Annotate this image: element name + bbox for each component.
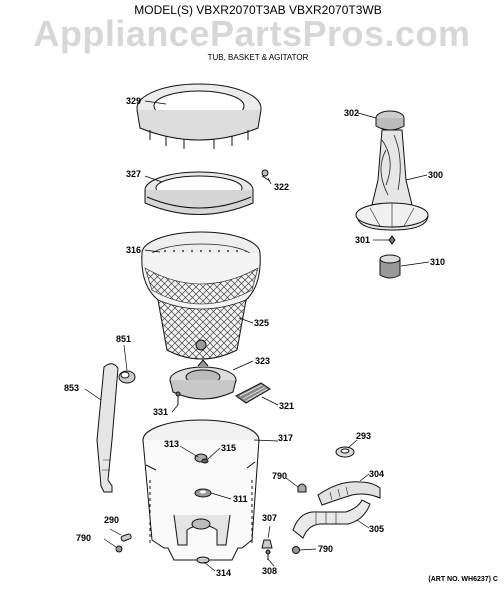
filter-321[interactable] bbox=[235, 382, 271, 404]
washer-314[interactable] bbox=[196, 556, 210, 564]
callout-301[interactable]: 301 bbox=[355, 235, 370, 245]
callout-853[interactable]: 853 bbox=[64, 383, 79, 393]
callout-790-upper[interactable]: 790 bbox=[272, 471, 287, 481]
callout-325[interactable]: 325 bbox=[254, 318, 269, 328]
callout-300[interactable]: 300 bbox=[428, 170, 443, 180]
basket-hub bbox=[195, 339, 207, 351]
screw-331[interactable] bbox=[175, 391, 181, 405]
callout-314[interactable]: 314 bbox=[216, 568, 231, 578]
callout-302[interactable]: 302 bbox=[344, 108, 359, 118]
clamp-790-upper[interactable] bbox=[297, 483, 307, 493]
callout-304[interactable]: 304 bbox=[369, 469, 384, 479]
art-number: (ART NO. WH6237) C bbox=[428, 576, 498, 583]
agitator-300[interactable] bbox=[355, 129, 429, 231]
callout-327[interactable]: 327 bbox=[126, 169, 141, 179]
seal-311[interactable] bbox=[194, 488, 212, 498]
bracket-307[interactable] bbox=[261, 539, 273, 549]
agitator-cap-302[interactable] bbox=[375, 110, 405, 131]
callout-790-left[interactable]: 790 bbox=[76, 533, 91, 543]
hose-305[interactable] bbox=[292, 499, 371, 539]
callout-305[interactable]: 305 bbox=[369, 524, 384, 534]
balance-ring-327[interactable] bbox=[144, 171, 254, 215]
callout-307[interactable]: 307 bbox=[262, 513, 277, 523]
clamp-293[interactable] bbox=[335, 446, 355, 458]
knob-851[interactable] bbox=[118, 370, 136, 384]
callout-290[interactable]: 290 bbox=[104, 515, 119, 525]
callout-322[interactable]: 322 bbox=[274, 182, 289, 192]
screw-322[interactable] bbox=[261, 169, 271, 182]
callout-293[interactable]: 293 bbox=[356, 431, 371, 441]
bolt-301[interactable] bbox=[388, 235, 396, 245]
coupling-310[interactable] bbox=[379, 254, 401, 279]
callout-310[interactable]: 310 bbox=[430, 257, 445, 267]
callout-331[interactable]: 331 bbox=[153, 407, 168, 417]
hose-304[interactable] bbox=[317, 481, 381, 506]
callout-labels: 329 327 322 316 325 851 853 323 331 321 … bbox=[64, 96, 445, 578]
callout-311[interactable]: 311 bbox=[233, 494, 248, 504]
clamp-790-left[interactable] bbox=[115, 545, 123, 553]
callout-323[interactable]: 323 bbox=[255, 356, 270, 366]
watermark: AppliancePartsPros.com bbox=[33, 13, 470, 54]
callout-316[interactable]: 316 bbox=[126, 245, 141, 255]
leader-lines bbox=[84, 100, 430, 572]
callout-329[interactable]: 329 bbox=[126, 96, 141, 106]
clamp-790-right[interactable] bbox=[292, 546, 300, 554]
drain-seal bbox=[191, 518, 211, 530]
callout-308[interactable]: 308 bbox=[262, 566, 277, 576]
outer-tub-317[interactable] bbox=[142, 419, 260, 561]
hose-853[interactable] bbox=[96, 363, 119, 493]
tub-cover-329[interactable] bbox=[136, 83, 262, 149]
model-line: MODEL(S) VBXR2070T3AB VBXR2070T3WB bbox=[134, 3, 381, 17]
callout-317[interactable]: 317 bbox=[278, 433, 293, 443]
screw-308[interactable] bbox=[265, 549, 271, 560]
callout-313[interactable]: 313 bbox=[164, 439, 179, 449]
basket-316[interactable] bbox=[141, 231, 261, 360]
hub-323[interactable] bbox=[169, 359, 237, 400]
bearing-315[interactable] bbox=[201, 458, 209, 464]
clip-290[interactable] bbox=[120, 533, 132, 542]
diagram-subtitle: TUB, BASKET & AGITATOR bbox=[208, 53, 309, 62]
callout-851[interactable]: 851 bbox=[116, 334, 131, 344]
callout-315[interactable]: 315 bbox=[221, 443, 236, 453]
callout-790-right[interactable]: 790 bbox=[318, 544, 333, 554]
callout-321[interactable]: 321 bbox=[279, 401, 294, 411]
